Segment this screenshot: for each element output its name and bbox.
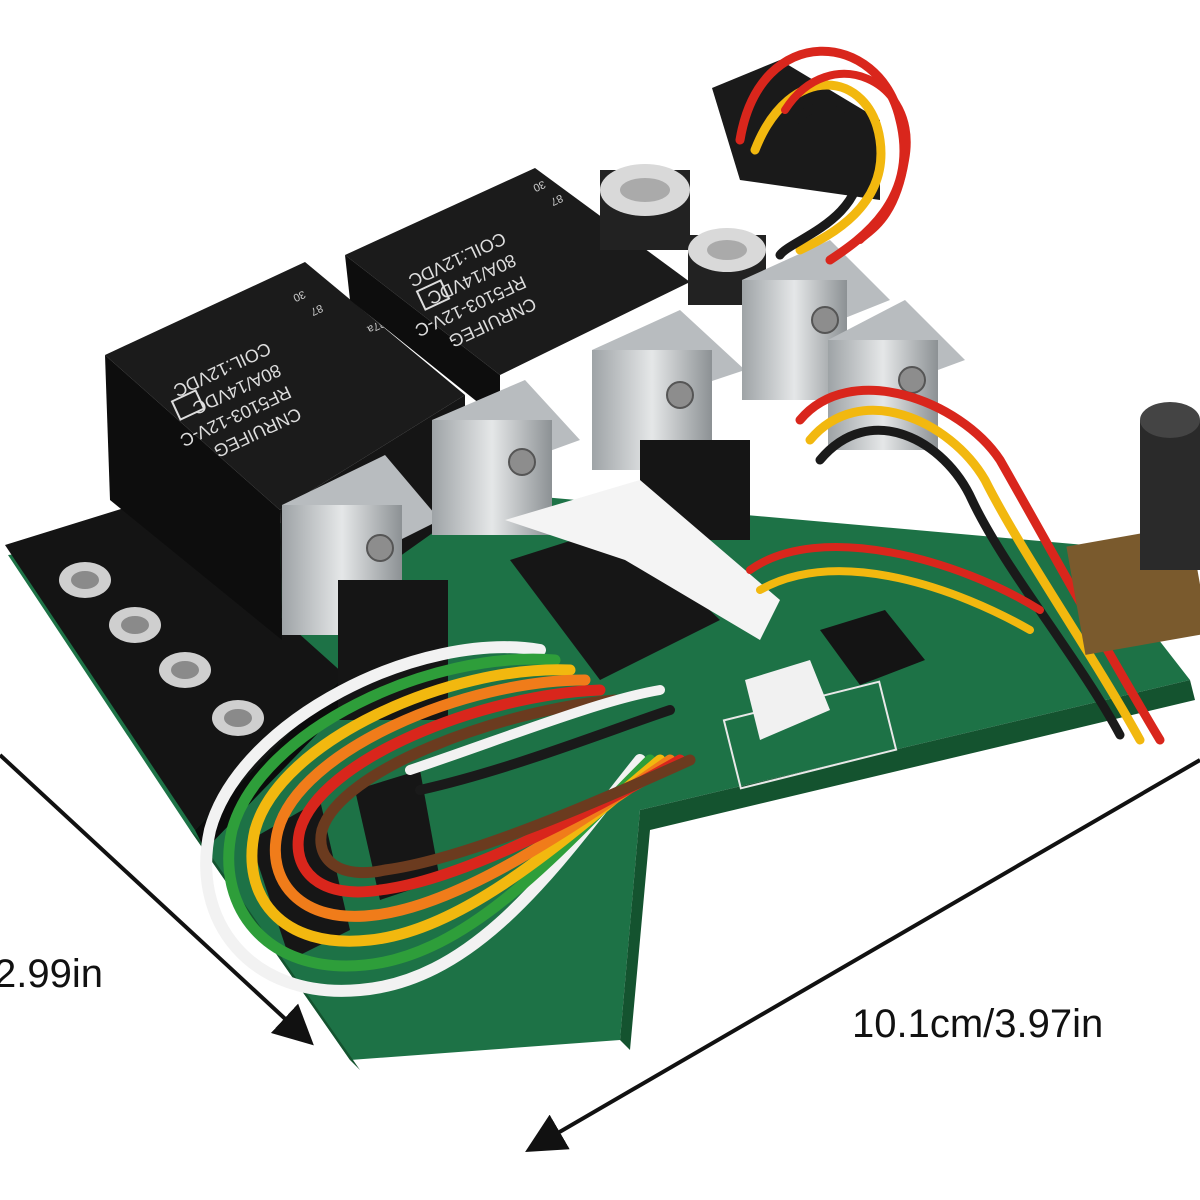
pin-header-connector — [505, 480, 780, 680]
mosfet-screw — [508, 448, 536, 476]
mosfet-screw — [366, 534, 394, 562]
heatsink-mosfet — [592, 310, 750, 540]
width-dimension-arrow — [0, 753, 314, 1046]
capacitor — [600, 164, 690, 250]
terminal-screw — [109, 607, 161, 643]
top-wire-bundle — [735, 46, 911, 265]
heatsink-mosfet — [432, 380, 580, 535]
length-dimension-label: 10.1cm/3.97in — [852, 1002, 1104, 1046]
svg-text:87: 87 — [309, 302, 325, 318]
ic-chip — [820, 610, 925, 685]
potentiometer-wires — [746, 385, 1165, 745]
terminal-screw — [212, 700, 264, 736]
potentiometer — [1066, 402, 1200, 655]
mosfet-screw — [666, 381, 694, 409]
svg-text:87: 87 — [549, 192, 565, 208]
white-connector — [745, 660, 830, 740]
mosfet-screw — [811, 306, 839, 334]
heatsink-mosfet — [828, 300, 965, 450]
relay-brand-logo-icon — [170, 389, 206, 421]
svg-text:30: 30 — [291, 288, 307, 304]
relay-brand-logo-icon — [415, 279, 451, 311]
svg-text:30: 30 — [531, 178, 547, 194]
terminal-screw — [59, 562, 111, 598]
terminal-screw — [159, 652, 211, 688]
wire-harness — [200, 641, 696, 997]
mosfet-screw — [898, 366, 926, 394]
width-dimension-label: 2.99in — [0, 952, 103, 996]
capacitor — [688, 228, 766, 305]
length-dimension-arrow — [525, 758, 1200, 1153]
